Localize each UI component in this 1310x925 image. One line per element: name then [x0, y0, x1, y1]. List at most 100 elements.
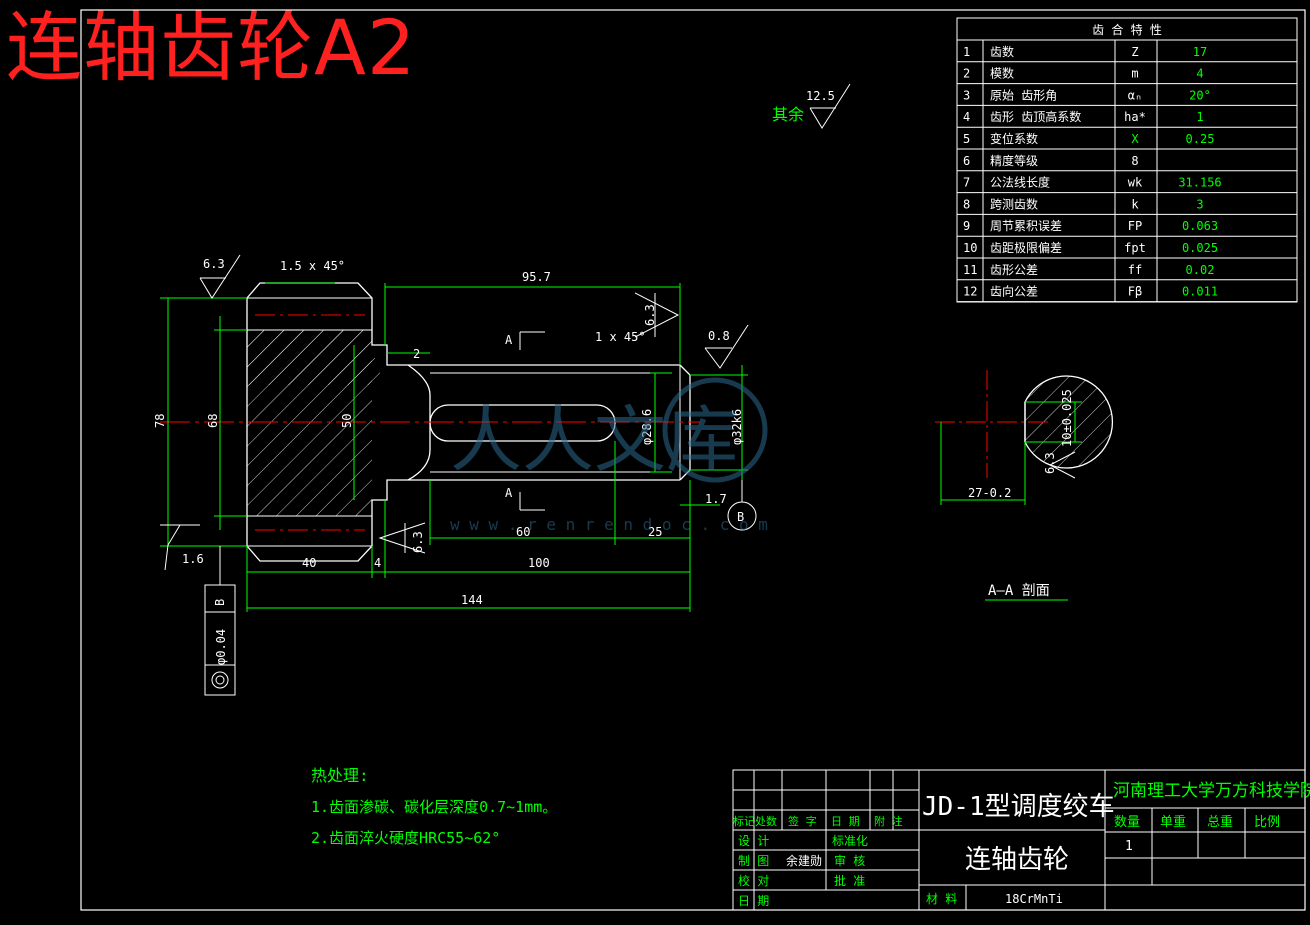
- dia-78-label: 78: [153, 414, 167, 428]
- review-label: 审 核: [834, 853, 865, 868]
- heat-treatment-item-1: 1.齿面渗碳、碳化层深度0.7~1mm。: [311, 798, 557, 816]
- gear-row-symbol: 8: [1131, 154, 1138, 168]
- gear-row-value: 0.025: [1182, 241, 1218, 255]
- gear-row-value: 3: [1196, 197, 1203, 211]
- proof-label: 校 对: [738, 873, 769, 888]
- gear-row-no: 5: [963, 132, 970, 146]
- gear-row-no: 9: [963, 219, 970, 233]
- gear-row-name: 周节累积误差: [990, 219, 1062, 233]
- drawer-name: 余建勋: [786, 853, 822, 868]
- rough-16-label: 1.6: [182, 552, 204, 566]
- gear-row-symbol: X: [1131, 132, 1139, 146]
- gear-row-name: 齿数: [990, 44, 1014, 59]
- watermark-url: w w w . r e n r e n d o c . c o m: [450, 515, 768, 534]
- gear-row-no: 2: [963, 67, 970, 81]
- key-width-label: 10±0.025: [1060, 389, 1074, 447]
- heat-treatment-item-2: 2.齿面淬火硬度HRC55~62°: [311, 829, 500, 847]
- dia-68-label: 68: [206, 414, 220, 428]
- len-25-label: 25: [648, 525, 662, 539]
- col-header-quantity: 数量: [1114, 815, 1140, 830]
- title-block-text: JD-1型调度绞车 连轴齿轮 河南理工大学万方科技学院 数量 单重 总重 比例 …: [733, 781, 1310, 908]
- gear-row-value: 20°: [1189, 88, 1211, 102]
- sign-header-count: 处数: [755, 815, 777, 828]
- tolerance-datum-label: B: [213, 599, 227, 606]
- heat-treatment: 热处理: 1.齿面渗碳、碳化层深度0.7~1mm。 2.齿面淬火硬度HRC55~…: [311, 766, 557, 847]
- len-100-label: 100: [528, 556, 550, 570]
- quantity-value: 1: [1125, 839, 1133, 854]
- gear-row-name: 齿形公差: [990, 263, 1038, 277]
- gear-row-name: 齿距极限偏差: [990, 240, 1062, 255]
- gear-row-value: 31.156: [1178, 176, 1221, 190]
- gear-row-no: 1: [963, 45, 970, 59]
- gear-row-value: 1: [1196, 110, 1203, 124]
- chamfer-top-label: 1.5 x 45°: [280, 259, 345, 273]
- gear-row-no: 6: [963, 154, 970, 168]
- gear-row-no: 11: [963, 263, 977, 277]
- drawing-border: [80, 9, 1306, 911]
- len-60-label: 60: [516, 525, 530, 539]
- sign-header-mark: 标记: [733, 814, 755, 828]
- rough-63-bottom-label: 6.3: [411, 531, 425, 553]
- gear-row-symbol: FP: [1128, 219, 1142, 233]
- keyway-slot: [429, 404, 616, 442]
- gear-row-symbol: m: [1131, 67, 1138, 81]
- gear-row-symbol: ff: [1128, 263, 1142, 277]
- gear-row-name: 精度等级: [990, 153, 1038, 168]
- gear-row-symbol: Fβ: [1128, 285, 1142, 299]
- gear-row-name: 齿形 齿顶高系数: [990, 109, 1081, 124]
- school-name: 河南理工大学万方科技学院: [1113, 781, 1310, 801]
- rough-08-label: 0.8: [708, 329, 730, 343]
- len-4-label: 4: [374, 556, 381, 570]
- gear-row-symbol: fpt: [1124, 241, 1146, 255]
- gear-row-symbol: ha*: [1124, 110, 1146, 124]
- drawing-label: 制 图: [738, 854, 769, 868]
- gear-row-value: 17: [1193, 45, 1207, 59]
- gear-main-view: [160, 282, 700, 562]
- gear-row-value: 0.02: [1186, 263, 1215, 277]
- rough-63-mid-label: 6.3: [643, 304, 657, 326]
- gear-row-value: 0.25: [1186, 132, 1215, 146]
- dim-2-label: 2: [413, 347, 420, 361]
- gear-row-no: 4: [963, 110, 970, 124]
- chamfer-right-label: 1 x 45°: [595, 330, 646, 344]
- gear-row-name: 齿向公差: [990, 284, 1038, 299]
- standardize-label: 标准化: [832, 834, 868, 848]
- sign-header-sign: 签 字: [788, 814, 817, 828]
- dia-32-label: φ32k6: [730, 409, 744, 445]
- gear-row-no: 10: [963, 241, 977, 255]
- gear-row-no: 8: [963, 197, 970, 211]
- watermark-brand: 人人文库: [450, 398, 738, 482]
- gear-row-symbol: wk: [1128, 176, 1143, 190]
- tolerance-value-label: φ0.04: [214, 629, 228, 665]
- len-957-label: 95.7: [522, 270, 551, 284]
- section-view: 10±0.025 27-0.2 6.3 A—A 剖面: [935, 370, 1114, 601]
- drawing-title: 连轴齿轮A2: [6, 3, 417, 92]
- roughness-symbols: [160, 254, 1076, 571]
- material-value: 18CrMnTi: [1005, 892, 1063, 906]
- gear-row-no: 3: [963, 88, 970, 102]
- gear-row-symbol: αₙ: [1128, 88, 1142, 102]
- len-40-label: 40: [302, 556, 316, 570]
- roughness-note: 其余 12.5: [772, 83, 851, 129]
- gear-row-name: 原始 齿形角: [990, 88, 1057, 102]
- gear-row-no: 12: [963, 285, 977, 299]
- gear-row-name: 公法线长度: [990, 175, 1050, 190]
- roughness-note-label: 其余: [772, 105, 804, 124]
- approve-label: 批 准: [834, 873, 865, 888]
- machine-name: JD-1型调度绞车: [922, 792, 1115, 822]
- gear-row-name: 模数: [990, 66, 1014, 81]
- gear-table-header: 齿 合 特 性: [1092, 22, 1162, 37]
- section-a-top-label: A: [505, 333, 513, 347]
- gear-row-name: 变位系数: [990, 131, 1038, 146]
- dimensions: [160, 282, 757, 696]
- col-header-total-weight: 总重: [1207, 814, 1233, 830]
- gear-row-symbol: Z: [1131, 45, 1138, 59]
- heat-treatment-title: 热处理:: [311, 766, 369, 785]
- rough-63-left-label: 6.3: [203, 257, 225, 271]
- watermark: 人人文库 w w w . r e n r e n d o c . c o m: [450, 377, 768, 534]
- len-144-label: 144: [461, 593, 483, 607]
- gear-row-symbol: k: [1131, 197, 1139, 211]
- sign-header-note: 附 注: [874, 814, 903, 828]
